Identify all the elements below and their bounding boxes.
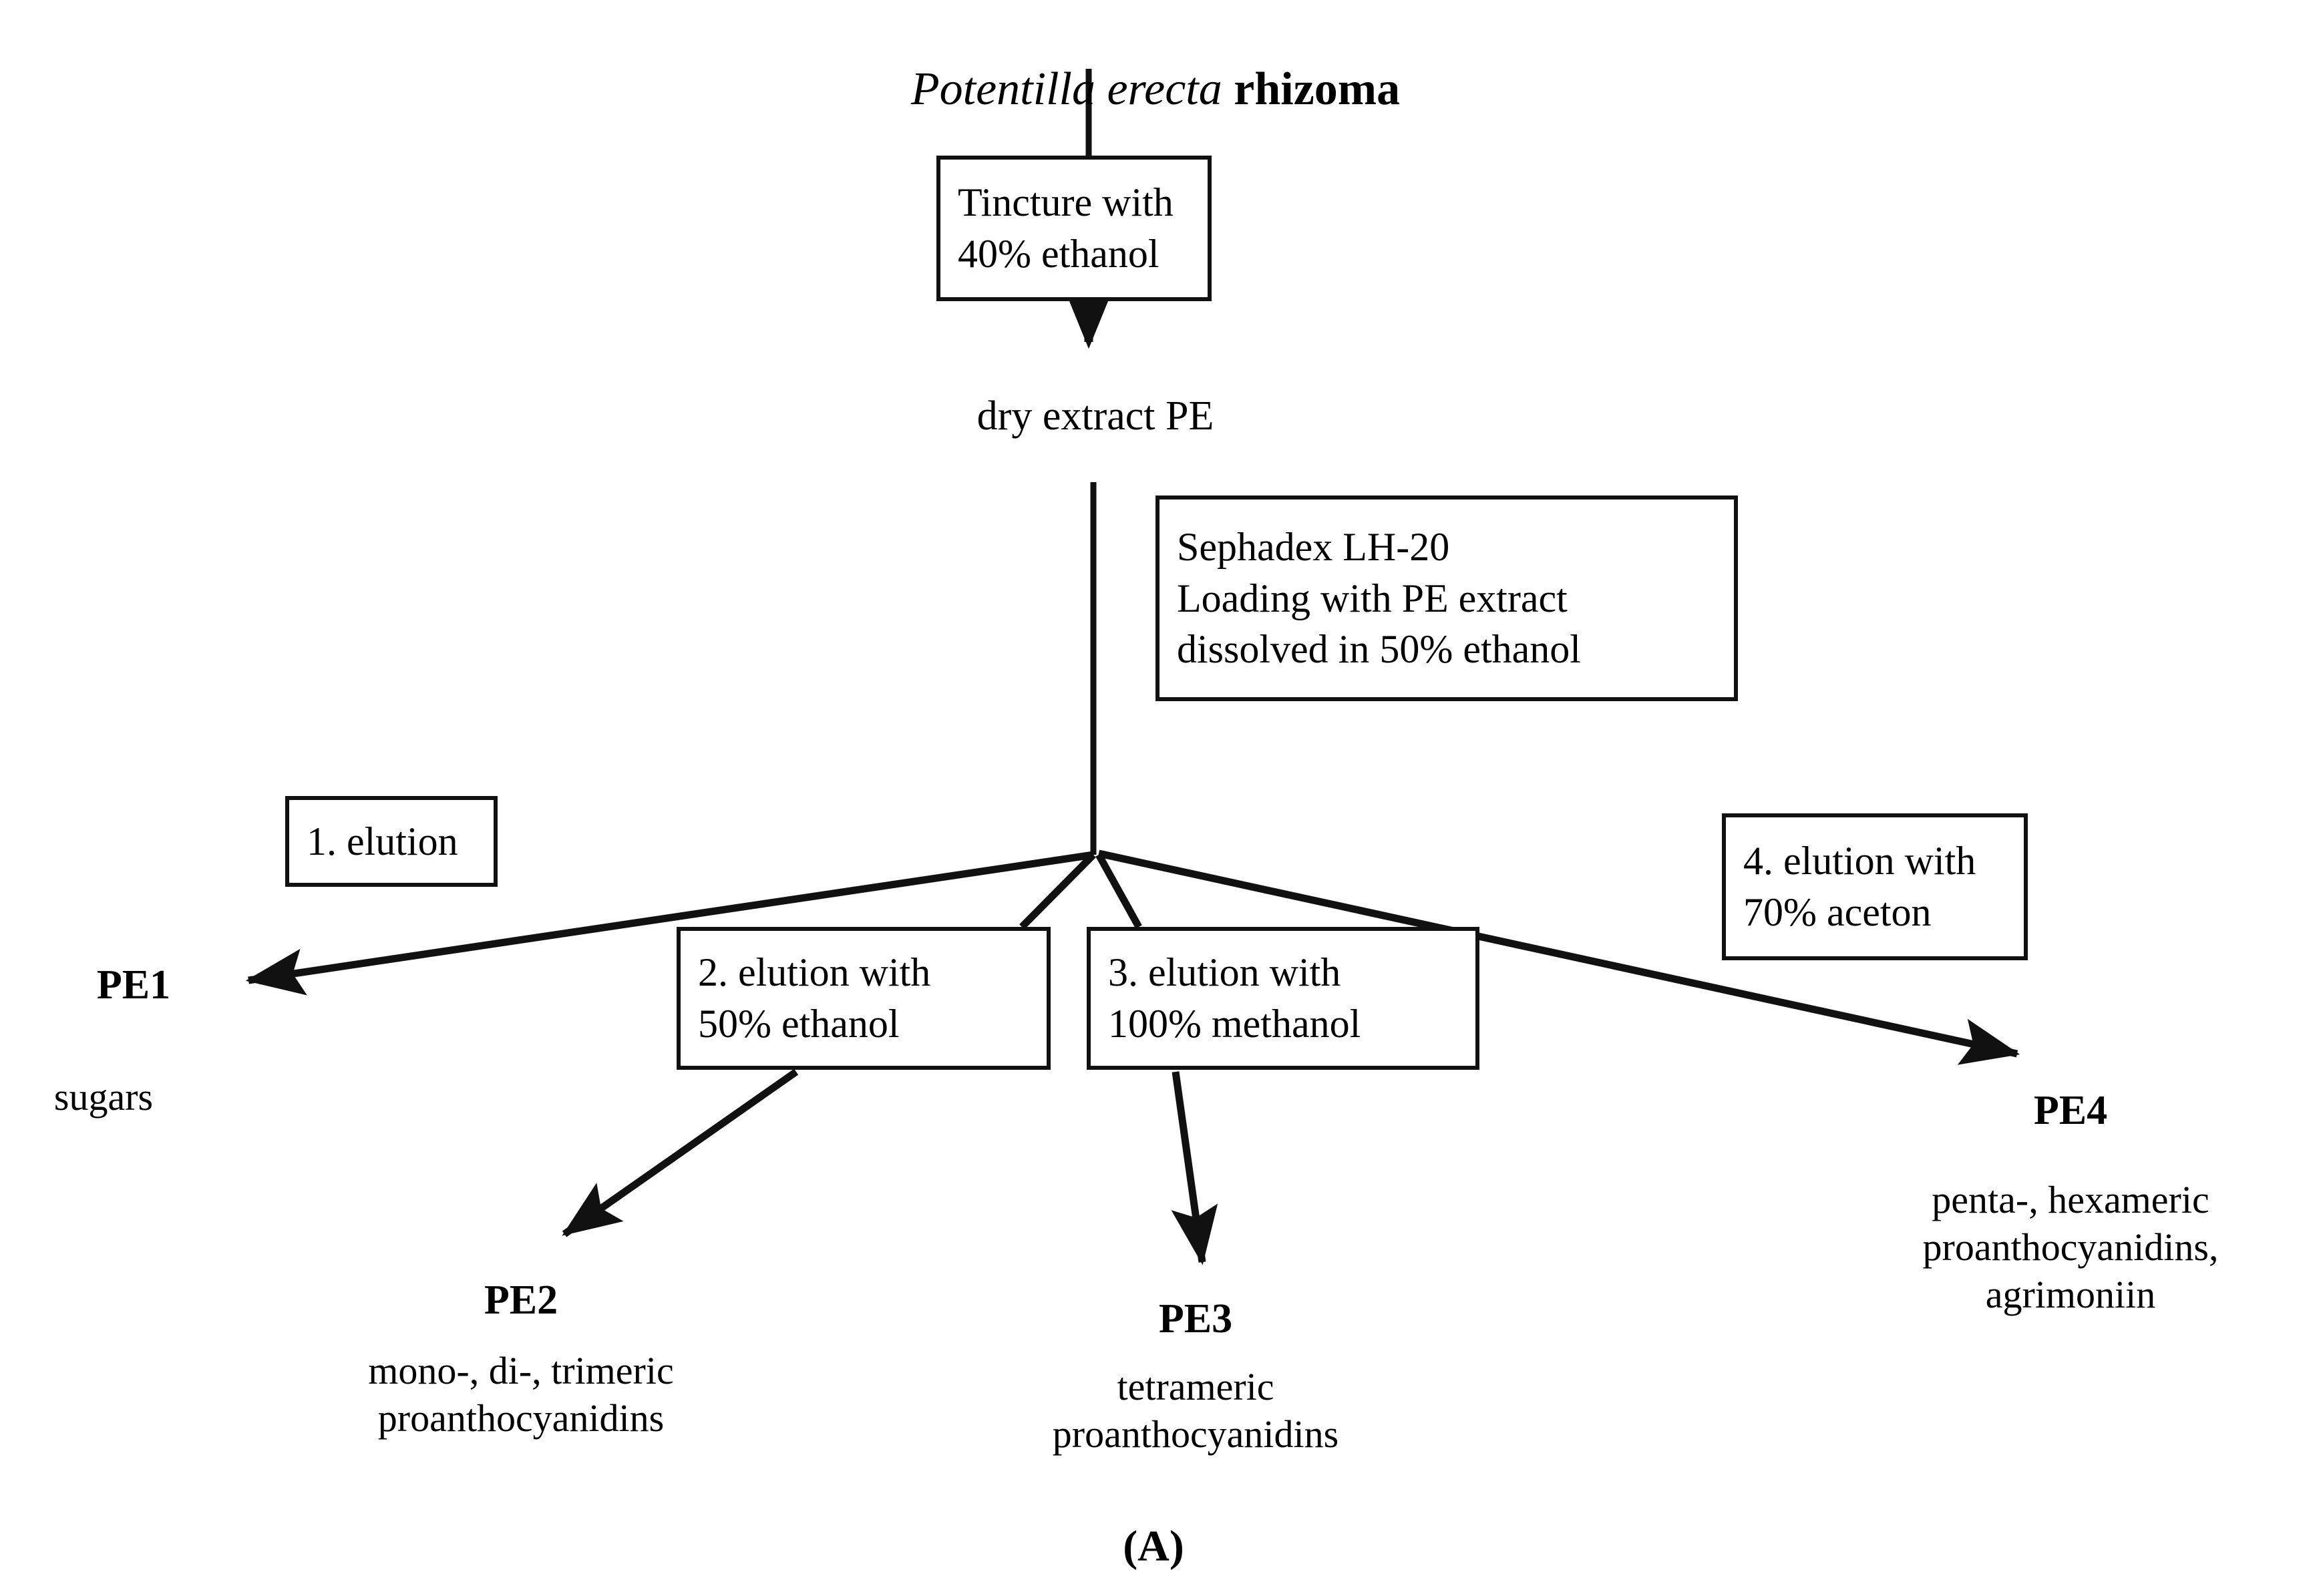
elution-box-1[interactable]: 1. elution bbox=[285, 796, 498, 887]
figure-title: Potentilla erecta rhizoma bbox=[655, 4, 1656, 118]
connector-elution2-to-pe2 bbox=[562, 1068, 799, 1237]
elution-box-1-label: 1. elution bbox=[307, 819, 458, 863]
fraction-description-pe4: penta-, hexameric proanthocyanidins, agr… bbox=[1922, 1178, 2219, 1316]
elution-box-3-label: 3. elution with 100% methanol bbox=[1108, 950, 1361, 1046]
elution-box-2[interactable]: 2. elution with 50% ethanol bbox=[677, 927, 1051, 1070]
elution-box-3[interactable]: 3. elution with 100% methanol bbox=[1087, 927, 1479, 1070]
connector-junction-to-elution3 bbox=[1095, 853, 1142, 929]
fraction-label-pe1: PE1 bbox=[96, 962, 171, 1008]
plant-part-name: rhizoma bbox=[1222, 63, 1401, 116]
elution-box-4[interactable]: 4. elution with 70% aceton bbox=[1722, 813, 2028, 960]
fraction-label-pe4: PE4 bbox=[2033, 1088, 2108, 1133]
fraction-description-pe2: mono-, di-, trimeric proanthocyanidins bbox=[368, 1349, 674, 1440]
fraction-description-pe1: sugars bbox=[53, 1075, 154, 1119]
connector-elution3-to-pe3 bbox=[1171, 1071, 1218, 1265]
fraction-description-pe3: tetrameric proanthocyanidins bbox=[1052, 1365, 1339, 1456]
fraction-label-pe3: PE3 bbox=[1158, 1296, 1233, 1342]
elution-box-2-label: 2. elution with 50% ethanol bbox=[698, 950, 931, 1046]
elution-box-4-label: 4. elution with 70% aceton bbox=[1743, 839, 1976, 934]
panel-caption: (A) bbox=[1123, 1522, 1184, 1571]
dry-extract-label: dry extract PE bbox=[976, 393, 1214, 439]
process-box-sephadex[interactable]: Sephadex LH-20 Loading with PE extract d… bbox=[1155, 495, 1738, 701]
fraction-label-pe2: PE2 bbox=[484, 1277, 558, 1323]
process-box-sephadex-label: Sephadex LH-20 Loading with PE extract d… bbox=[1177, 524, 1581, 672]
connector-junction-to-elution2 bbox=[1019, 852, 1096, 930]
species-name: Potentilla erecta bbox=[910, 63, 1222, 116]
process-box-tincture-label: Tincture with 40% ethanol bbox=[958, 180, 1174, 276]
process-box-tincture[interactable]: Tincture with 40% ethanol bbox=[936, 156, 1212, 301]
